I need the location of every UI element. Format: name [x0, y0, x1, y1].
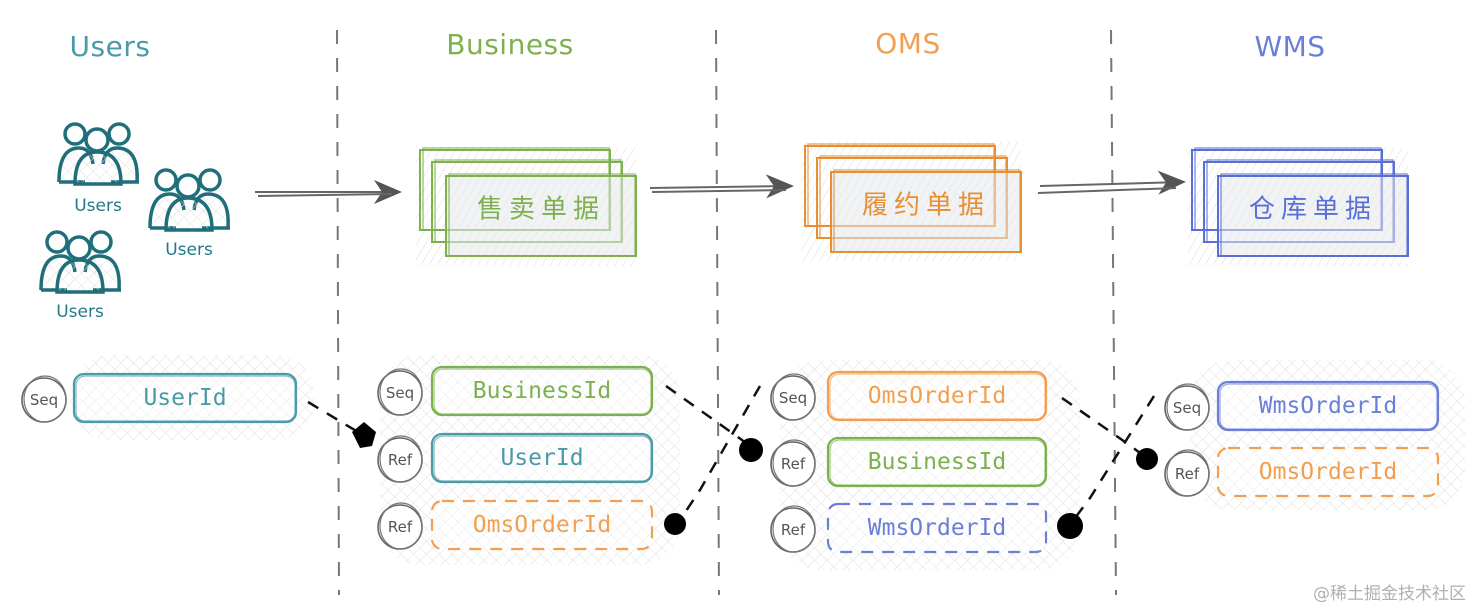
ref-endpoint-dot	[352, 422, 376, 448]
users-caption: Users	[165, 240, 213, 260]
flow-arrow-business-to-oms	[649, 174, 794, 199]
field-omsorderid	[1164, 446, 1440, 498]
field-omsorderid	[770, 370, 1048, 422]
entity-oms	[770, 360, 1080, 570]
badge-label: Ref	[1174, 465, 1200, 483]
field-wmsorderid	[770, 502, 1048, 554]
entity-business	[377, 355, 680, 565]
lane-title-users: Users	[69, 30, 151, 63]
badge-label: Ref	[780, 521, 806, 539]
field-label: BusinessId	[867, 449, 1007, 475]
badge-label: Seq	[778, 389, 808, 407]
badge-seq	[770, 373, 816, 421]
flow-arrows	[255, 170, 1186, 204]
document-label-oms: 履约单据	[861, 190, 991, 221]
lane-divider	[1110, 29, 1117, 596]
entity-wms	[1164, 360, 1465, 510]
ref-endpoint-dot	[739, 438, 763, 462]
document-label-wms: 仓库单据	[1248, 194, 1378, 225]
badge-label: Ref	[387, 518, 413, 536]
ref-line-wmsorderid	[1071, 395, 1156, 523]
lane-dividers	[336, 29, 1117, 596]
field-userid	[377, 432, 654, 484]
users-icon	[148, 168, 230, 232]
badge-seq	[377, 368, 423, 416]
entity-background	[1190, 360, 1465, 510]
reference-endpoints	[352, 422, 1158, 539]
users-icon	[57, 122, 139, 186]
badge-seq	[1164, 383, 1210, 431]
field-label: OmsOrderId	[1258, 459, 1398, 485]
field-label: OmsOrderId	[867, 383, 1007, 409]
field-label: UserId	[143, 385, 227, 411]
entity-background	[380, 355, 680, 565]
entity-background	[780, 360, 1080, 570]
badge-ref	[377, 502, 423, 550]
lane-title-business: Business	[446, 28, 574, 61]
field-label: OmsOrderId	[472, 512, 612, 538]
badge-label: Ref	[387, 451, 413, 469]
ref-endpoint-dot	[664, 513, 686, 535]
document-wms	[1188, 146, 1409, 266]
badge-ref	[1164, 449, 1210, 497]
field-label: UserId	[500, 445, 584, 471]
field-label: BusinessId	[472, 378, 612, 404]
lane-divider	[336, 29, 340, 596]
badge-ref	[377, 435, 423, 483]
badge-label: Seq	[29, 391, 59, 409]
lane-divider	[715, 29, 720, 596]
field-businessid	[770, 436, 1048, 488]
ref-endpoint-dot	[1136, 448, 1158, 470]
ref-endpoint-dot	[1057, 513, 1083, 539]
flow-arrow-oms-to-wms	[1037, 170, 1186, 195]
ref-line-userid	[307, 400, 359, 434]
users-caption: Users	[56, 302, 104, 322]
users-icon	[39, 230, 121, 294]
watermark: @稀土掘金技术社区	[1313, 584, 1466, 604]
field-businessid	[377, 365, 654, 417]
field-label: WmsOrderId	[867, 515, 1007, 541]
document-business	[416, 146, 637, 266]
badge-label: Seq	[1172, 399, 1202, 417]
lane-title-wms: WMS	[1254, 30, 1326, 63]
ref-line-omsorderid-business	[678, 385, 762, 521]
document-label-business: 售卖单据	[476, 194, 606, 225]
field-userid	[21, 372, 298, 424]
users-group-icon	[39, 122, 230, 294]
users-caption: Users	[74, 196, 122, 216]
field-label: WmsOrderId	[1258, 393, 1398, 419]
badge-seq	[21, 375, 67, 423]
badge-label: Seq	[385, 384, 415, 402]
badge-ref	[770, 439, 816, 487]
field-omsorderid	[377, 499, 654, 551]
badge-label: Ref	[780, 455, 806, 473]
lane-title-oms: OMS	[875, 27, 941, 60]
field-wmsorderid	[1164, 380, 1440, 432]
entities-layer	[21, 355, 1465, 570]
entity-users	[21, 355, 315, 440]
badge-ref	[770, 505, 816, 553]
document-oms	[801, 142, 1022, 262]
documents-layer	[416, 142, 1409, 266]
flow-arrow-users-to-business	[255, 180, 402, 204]
